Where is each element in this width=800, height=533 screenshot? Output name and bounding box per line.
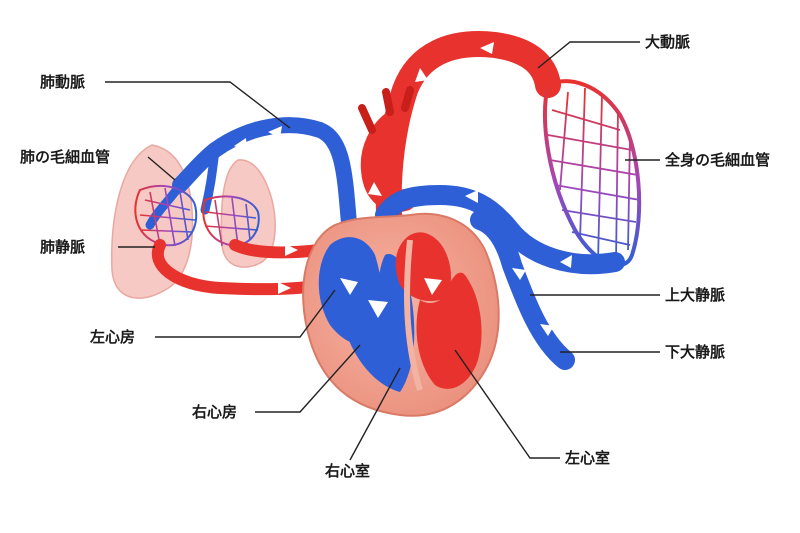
label-body-capillaries: 全身の毛細血管 bbox=[665, 151, 771, 169]
arrow-icon bbox=[512, 268, 526, 280]
leader-right-atrium bbox=[255, 344, 361, 413]
label-left-atrium: 左心房 bbox=[90, 328, 136, 346]
arrow-icon bbox=[465, 190, 478, 203]
left-ventricle-chamber bbox=[416, 272, 482, 389]
label-inferior-vena-cava: 下大静脈 bbox=[665, 343, 726, 361]
arrow-icon bbox=[424, 278, 442, 295]
arrow-icon bbox=[285, 244, 298, 256]
label-pulmonary-vein: 肺静脈 bbox=[40, 238, 86, 256]
inferior-vena-cava bbox=[470, 210, 575, 370]
label-pulmonary-artery: 肺動脈 bbox=[40, 73, 86, 91]
arrow-icon bbox=[540, 324, 554, 336]
body-capillary-network bbox=[543, 79, 642, 268]
arrow-icon bbox=[480, 42, 494, 54]
label-right-ventricle: 右心室 bbox=[325, 462, 371, 480]
leader-pulmonary-artery bbox=[105, 81, 291, 129]
label-left-ventricle: 左心室 bbox=[565, 449, 611, 467]
arrow-icon bbox=[368, 182, 382, 196]
right-ventricle-chamber bbox=[345, 254, 415, 392]
arrow-icon bbox=[234, 138, 247, 150]
arrow-icon bbox=[268, 126, 282, 138]
pulmonary-vein bbox=[152, 239, 326, 296]
label-aorta: 大動脈 bbox=[645, 33, 691, 51]
arrow-icon bbox=[560, 255, 572, 268]
arrow-icon bbox=[415, 68, 428, 82]
aorta bbox=[358, 31, 561, 243]
leader-lung-capillaries bbox=[147, 156, 176, 181]
lung-capillary-network bbox=[134, 185, 260, 247]
label-right-atrium: 右心房 bbox=[192, 403, 238, 421]
heart bbox=[302, 212, 500, 417]
leader-left-atrium bbox=[155, 289, 336, 338]
arrow-icon bbox=[368, 300, 388, 318]
arrow-icon bbox=[340, 278, 358, 295]
leader-aorta bbox=[537, 41, 640, 69]
arrow-icon bbox=[278, 282, 291, 294]
leader-right-ventricle bbox=[349, 367, 401, 461]
leader-left-ventricle bbox=[454, 349, 560, 459]
label-superior-vena-cava: 上大静脈 bbox=[665, 286, 726, 304]
leader-lines bbox=[105, 41, 660, 461]
label-lung-capillaries: 肺の毛細血管 bbox=[20, 148, 111, 166]
superior-vena-cava bbox=[375, 184, 625, 275]
